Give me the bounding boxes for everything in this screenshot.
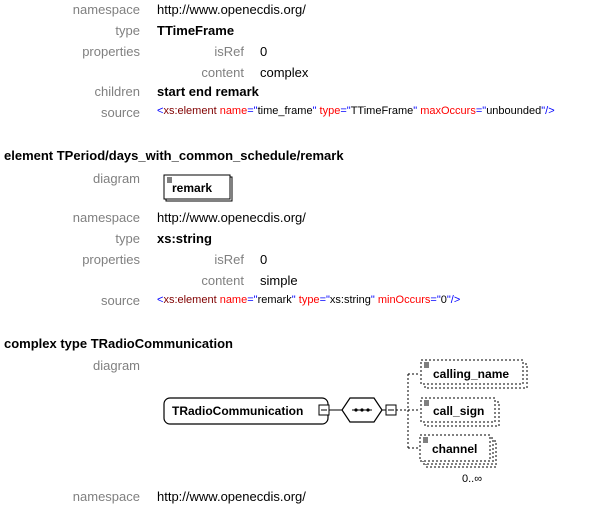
content-label: content [201,65,244,80]
isref-label-2: isRef [214,252,244,267]
namespace-label-2: namespace [72,210,140,225]
sequence-compositor[interactable] [341,397,397,423]
source-label-2: source [100,293,140,308]
source-code-2: <xs:element name="remark" type="xs:strin… [157,294,461,306]
children-value[interactable]: start end remark [157,84,259,99]
occurrence-label: 0..∞ [462,473,482,485]
tradio-root-label: TRadioCommunication [172,404,303,418]
tradio-root-box[interactable]: TRadioCommunication [163,397,330,425]
diagram-label: diagram [93,171,140,186]
diagram-label-3: diagram [93,358,140,373]
remark-element-box[interactable]: remark [163,174,233,202]
properties-label: properties [82,44,140,59]
child-box-calling-name[interactable]: calling_name [420,359,528,389]
remark-box-label: remark [172,181,212,195]
isref-value-2: 0 [260,252,268,267]
isref-label: isRef [214,44,244,59]
children-label: children [94,84,140,99]
source-code: <xs:element name="time_frame" type="TTim… [157,105,555,117]
namespace-label: namespace [72,2,140,17]
properties-label-2: properties [82,252,140,267]
child-label-calling-name: calling_name [433,367,509,381]
section-heading-tradio: complex type TRadioCommunication [4,336,233,351]
doc-lines-icon [167,177,172,183]
child-box-call-sign[interactable]: call_sign [420,397,500,427]
child-label-call-sign: call_sign [433,404,484,418]
child-label-channel: channel [432,442,477,456]
type-label-2: type [115,231,140,246]
content-value-2: simple [260,273,298,288]
namespace-value-3: http://www.openecdis.org/ [157,489,306,504]
namespace-value-2: http://www.openecdis.org/ [157,210,306,225]
type-label: type [115,23,140,38]
section-heading-remark: element TPeriod/days_with_common_schedul… [4,148,344,163]
namespace-label-3: namespace [72,489,140,504]
namespace-value: http://www.openecdis.org/ [157,2,306,17]
type-value-2[interactable]: xs:string [157,231,212,246]
isref-value: 0 [260,44,268,59]
source-label: source [100,105,140,120]
content-value: complex [260,65,309,80]
content-label-2: content [201,273,244,288]
type-value[interactable]: TTimeFrame [157,23,235,38]
child-box-channel[interactable]: channel [419,434,497,468]
